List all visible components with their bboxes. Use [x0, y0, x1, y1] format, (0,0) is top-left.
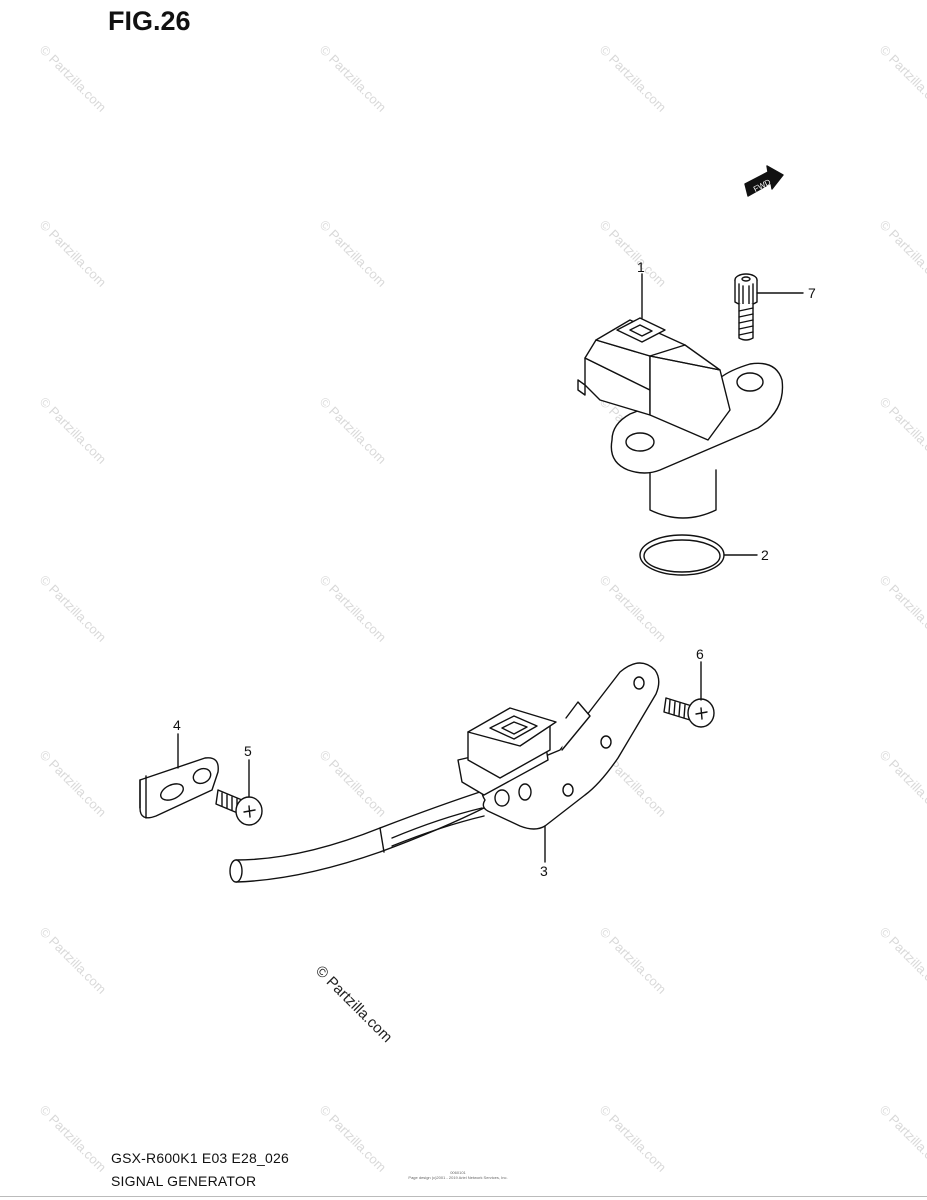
callout-7[interactable]: 7	[808, 285, 816, 301]
part-4-clamp[interactable]	[139, 757, 219, 819]
callout-leaders	[177, 273, 804, 863]
bottom-divider	[0, 1196, 927, 1197]
callout-3[interactable]: 3	[540, 863, 548, 879]
callout-5[interactable]: 5	[244, 743, 252, 759]
page-design-note-text: Page design (c)2001 - 2019 Ariel Network…	[408, 1175, 508, 1180]
page-design-note: 0060101 Page design (c)2001 - 2019 Ariel…	[398, 1170, 518, 1180]
figure-title: FIG.26	[108, 6, 191, 36]
fwd-arrow-icon: FWD	[744, 165, 784, 197]
part-6-screw[interactable]	[663, 697, 715, 728]
figure-code: GSX-R600K1 E03 E28_026	[111, 1150, 289, 1166]
callout-6[interactable]: 6	[696, 646, 704, 662]
part-2-o-ring[interactable]	[639, 534, 725, 576]
part-5-screw[interactable]	[215, 789, 263, 826]
part-1-signal-generator[interactable]	[577, 317, 784, 519]
callout-2[interactable]: 2	[761, 547, 769, 563]
figure-name: SIGNAL GENERATOR	[111, 1173, 257, 1189]
part-7-bolt[interactable]	[734, 273, 758, 341]
part-3-pickup-coil[interactable]	[229, 662, 660, 883]
callout-1[interactable]: 1	[637, 259, 645, 275]
callout-4[interactable]: 4	[173, 717, 181, 733]
page-design-note-id: 0060101	[450, 1170, 466, 1175]
